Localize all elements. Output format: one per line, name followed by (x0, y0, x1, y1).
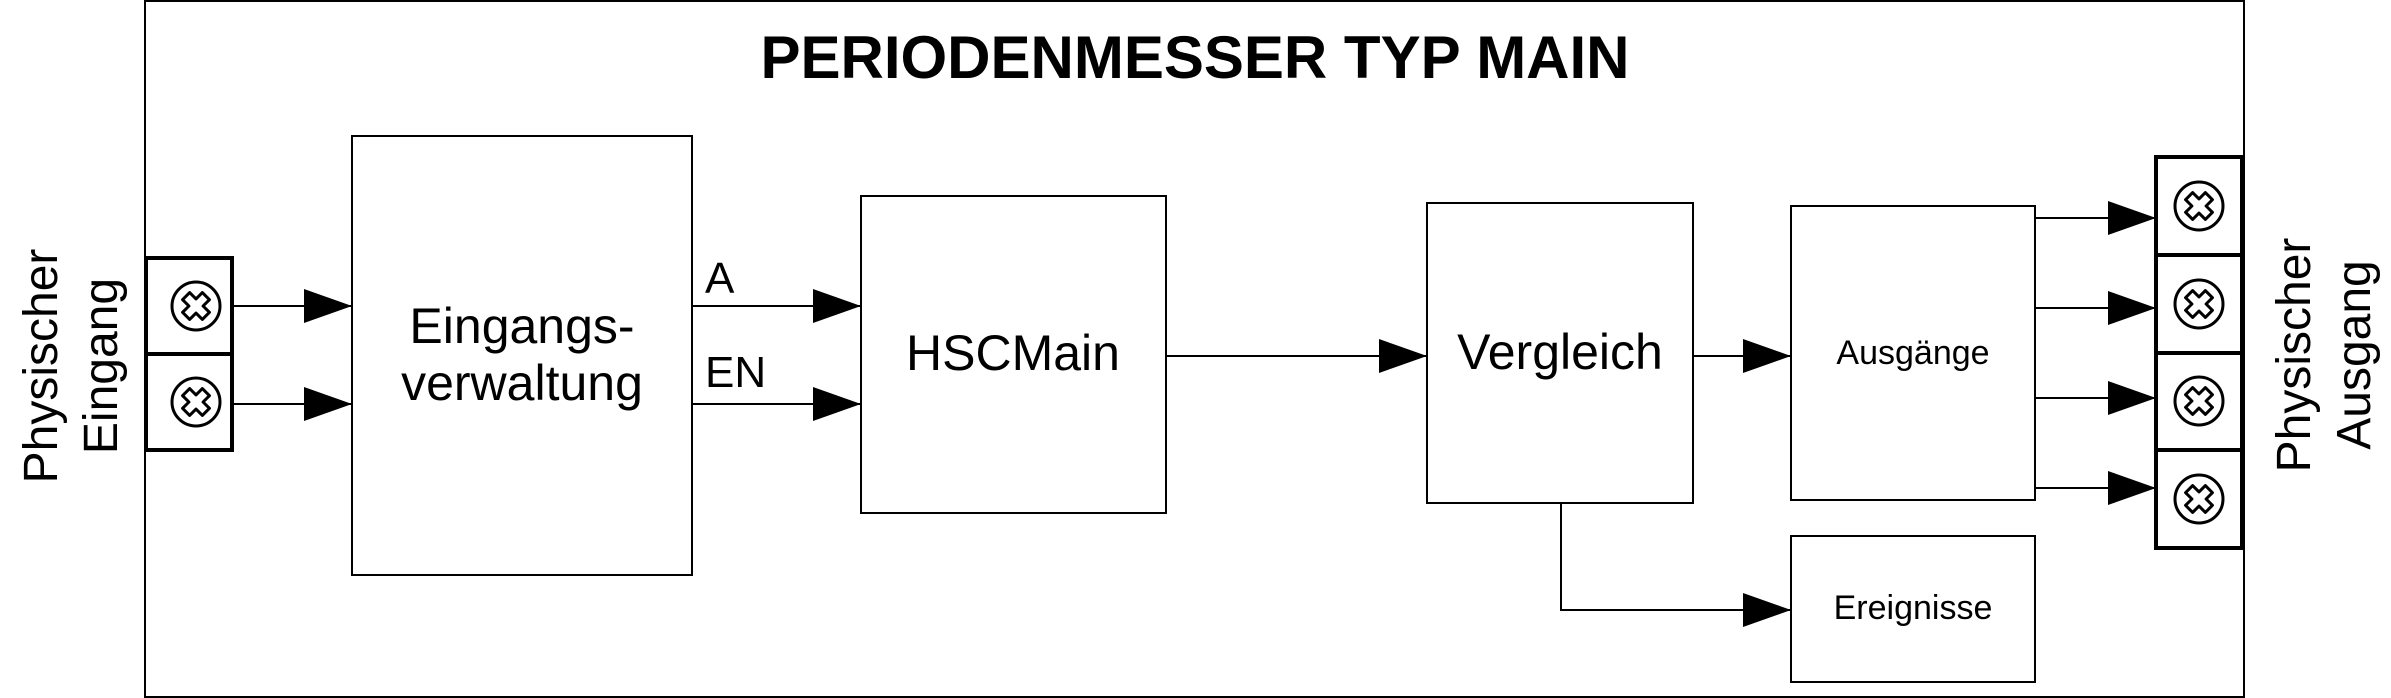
block-vergleich (1426, 202, 1694, 504)
signal-en-label: EN (705, 348, 766, 397)
input-terminal-block (144, 256, 234, 452)
diagram-title: PERIODENMESSER TYP MAIN (760, 24, 1629, 91)
block-hscmain (860, 195, 1167, 514)
screw-terminal-icon (2173, 180, 2225, 232)
vergleich-label: Vergleich (1457, 324, 1663, 380)
screw-terminal-icon (170, 280, 222, 332)
signal-a-label: A (705, 254, 735, 303)
block-ereignisse (1790, 535, 2036, 683)
physical-input-label-line1: Physischer (15, 249, 68, 484)
screw-terminal-icon (170, 376, 222, 428)
physical-input-label-line2: Eingang (75, 278, 128, 454)
output-terminal-block (2154, 155, 2244, 550)
hscmain-label: HSCMain (906, 325, 1120, 381)
screw-terminal-icon (2173, 278, 2225, 330)
block-ausgaenge (1790, 205, 2036, 501)
eingangsverwaltung-label-line2: verwaltung (401, 355, 643, 411)
physical-output-label-line1: Physischer (2268, 238, 2321, 473)
ausgaenge-label: Ausgänge (1836, 334, 1989, 372)
screw-terminal-icon (2173, 473, 2225, 525)
eingangsverwaltung-label-line1: Eingangs- (409, 298, 634, 354)
block-eingangsverwaltung (351, 135, 693, 576)
ereignisse-label: Ereignisse (1834, 589, 1993, 627)
arrow-vergleich-to-ereignisse (1560, 503, 1791, 627)
screw-terminal-icon (2173, 375, 2225, 427)
physical-output-label-line2: Ausgang (2328, 260, 2381, 450)
